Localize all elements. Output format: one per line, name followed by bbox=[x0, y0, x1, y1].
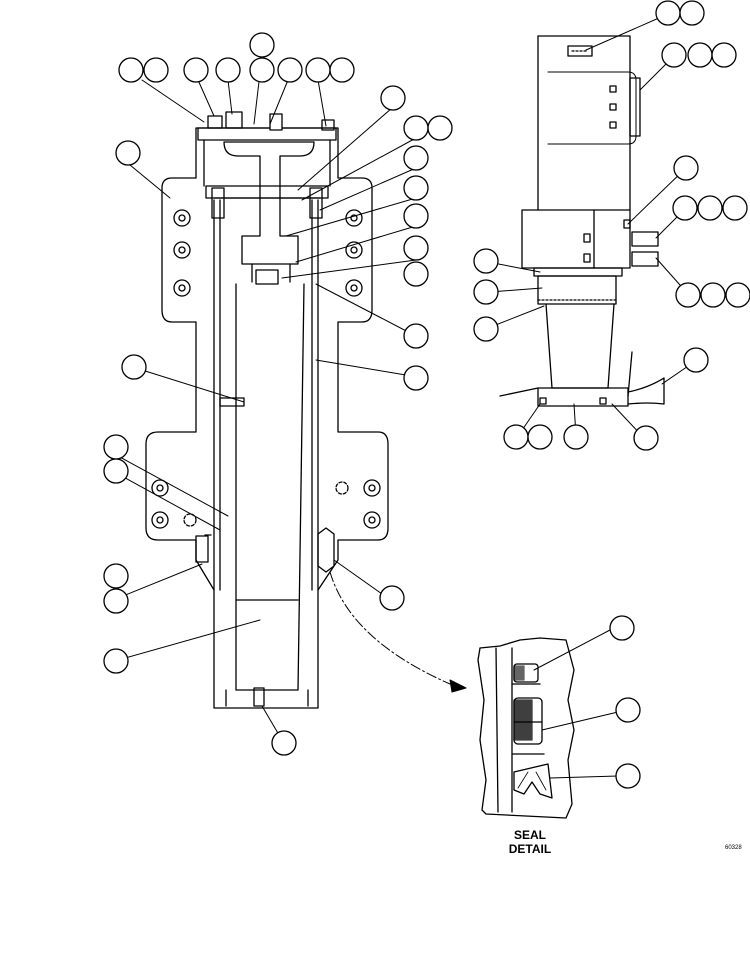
piston-nut bbox=[255, 269, 279, 285]
callout-balloon bbox=[277, 57, 303, 83]
callout-balloon bbox=[683, 347, 709, 373]
callout-balloon bbox=[711, 42, 737, 68]
upper-mount-holes bbox=[173, 209, 363, 297]
callout-balloon bbox=[118, 57, 144, 83]
callout-balloon bbox=[679, 0, 705, 26]
fitting-left bbox=[207, 115, 223, 129]
callout-balloon bbox=[615, 763, 641, 789]
callout-balloon bbox=[661, 42, 687, 68]
piston-head bbox=[223, 141, 315, 265]
callout-balloon bbox=[633, 425, 659, 451]
callout-balloon bbox=[527, 424, 553, 450]
side-fitting-lower bbox=[631, 251, 659, 267]
callout-balloon bbox=[697, 195, 723, 221]
callout-balloon bbox=[615, 697, 641, 723]
callout-balloon bbox=[403, 145, 429, 171]
callout-balloon bbox=[427, 115, 453, 141]
fitting-right bbox=[321, 119, 335, 131]
callout-balloon bbox=[473, 279, 499, 305]
callout-balloon bbox=[103, 458, 129, 484]
rod-collar bbox=[219, 397, 245, 407]
cylinder-body-outline bbox=[145, 127, 389, 709]
piston-rod bbox=[235, 283, 305, 691]
callout-balloon bbox=[103, 434, 129, 460]
callout-balloon bbox=[403, 175, 429, 201]
callout-balloon bbox=[215, 57, 241, 83]
head-bolt-left bbox=[211, 187, 225, 219]
callout-balloons bbox=[103, 0, 750, 789]
callout-balloon bbox=[403, 365, 429, 391]
rod-end bbox=[253, 687, 265, 707]
callout-balloon bbox=[655, 0, 681, 26]
v-seal bbox=[513, 763, 553, 799]
callout-leaders-seal bbox=[533, 629, 619, 779]
callout-balloon bbox=[403, 323, 429, 349]
bracket-plate bbox=[629, 77, 641, 137]
callout-leaders-right bbox=[487, 13, 695, 439]
seal-detail-view bbox=[477, 637, 575, 819]
lower-fitting-left bbox=[195, 535, 209, 563]
callout-balloon bbox=[271, 730, 297, 756]
callout-balloon bbox=[473, 248, 499, 274]
callout-balloon bbox=[115, 140, 141, 166]
callout-balloon bbox=[305, 57, 331, 83]
callout-balloon bbox=[722, 195, 748, 221]
callout-balloon bbox=[403, 235, 429, 261]
base-plate bbox=[537, 387, 629, 407]
callout-balloon bbox=[379, 585, 405, 611]
callout-balloon bbox=[249, 57, 275, 83]
side-fitting-upper bbox=[631, 231, 659, 247]
callout-balloon bbox=[329, 57, 355, 83]
lower-mount-holes bbox=[151, 479, 381, 529]
callout-balloon bbox=[725, 282, 750, 308]
callout-balloon bbox=[503, 424, 529, 450]
callout-balloon bbox=[563, 424, 589, 450]
top-cap bbox=[197, 127, 337, 141]
callout-balloon bbox=[183, 57, 209, 83]
collar bbox=[537, 275, 617, 305]
callout-balloon bbox=[403, 261, 429, 287]
detail-callout-arrow bbox=[329, 571, 467, 693]
callout-balloon bbox=[121, 354, 147, 380]
callout-balloon bbox=[103, 648, 129, 674]
callout-balloon bbox=[143, 57, 169, 83]
callout-balloon bbox=[672, 195, 698, 221]
callout-balloon bbox=[700, 282, 726, 308]
seal-detail-caption-line2: DETAIL bbox=[508, 842, 552, 856]
exterior-body-top bbox=[537, 35, 631, 211]
lower-seal-marker bbox=[317, 527, 335, 573]
fitting-center bbox=[225, 111, 243, 129]
tapered-rod-housing bbox=[545, 303, 615, 389]
callout-leaders-left bbox=[117, 55, 417, 741]
callout-balloon bbox=[473, 316, 499, 342]
callout-balloon bbox=[249, 32, 275, 58]
cylinder-exterior-view bbox=[499, 35, 665, 407]
seal-detail-caption: SEAL DETAIL bbox=[495, 828, 565, 856]
callout-balloon bbox=[103, 563, 129, 589]
seal-detail-caption-line1: SEAL bbox=[513, 828, 546, 842]
callout-balloon bbox=[403, 203, 429, 229]
seal-detail-border bbox=[477, 637, 575, 819]
mount-flange bbox=[521, 209, 631, 269]
callout-balloon bbox=[380, 85, 406, 111]
callout-balloon bbox=[675, 282, 701, 308]
cylinder-section-view bbox=[145, 111, 389, 709]
head-bolt-right bbox=[309, 187, 323, 219]
callout-balloon bbox=[673, 155, 699, 181]
callout-balloon bbox=[403, 115, 429, 141]
nameplate bbox=[567, 45, 593, 57]
callout-balloon bbox=[609, 615, 635, 641]
callout-balloon bbox=[103, 588, 129, 614]
callout-balloon bbox=[687, 42, 713, 68]
figure-id: 60328 bbox=[725, 845, 742, 851]
